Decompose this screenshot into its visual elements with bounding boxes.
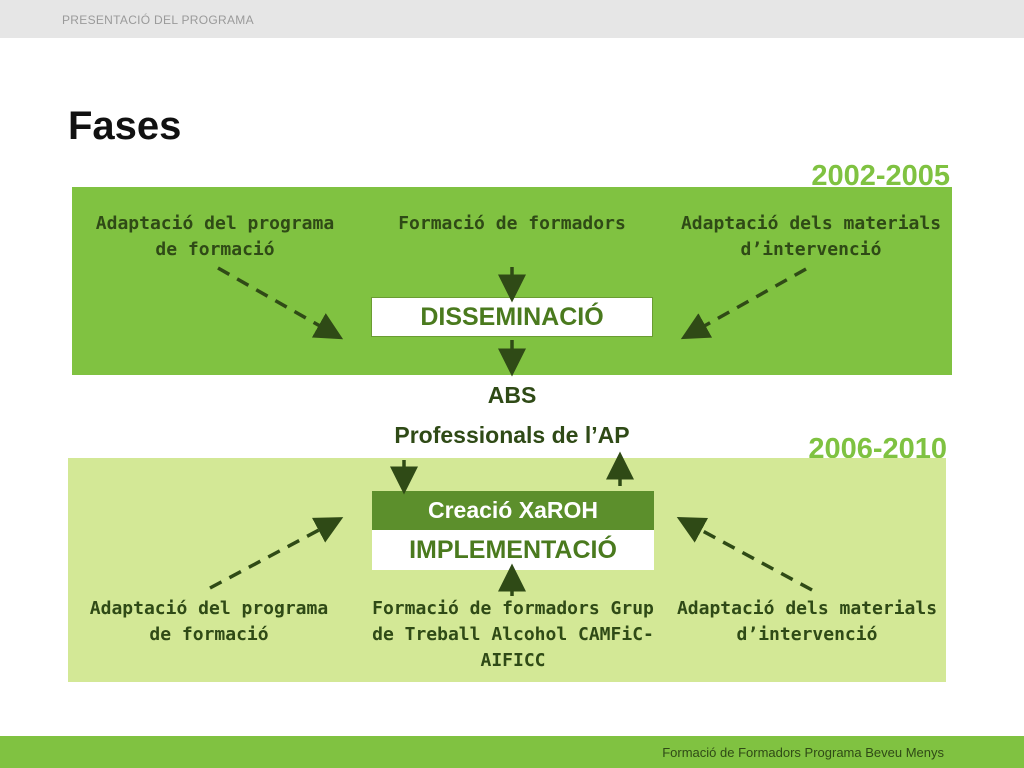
- implementation-box: IMPLEMENTACIÓ: [372, 530, 654, 570]
- phase1-left-label: Adaptació del programa de formació: [95, 213, 335, 260]
- phase1-period: 2002-2005: [811, 160, 950, 192]
- phase2-center-label: Formació de formadors Grup de Treball Al…: [372, 598, 654, 671]
- footer-text: Formació de Formadors Programa Beveu Men…: [662, 745, 944, 760]
- top-bar: PRESENTACIÓ DEL PROGRAMA: [0, 0, 1024, 38]
- xaroh-box: Creació XaROH: [372, 491, 654, 530]
- page-title: Fases: [68, 104, 182, 148]
- bottom-bar: Formació de Formadors Programa Beveu Men…: [0, 736, 1024, 768]
- phase1-center-label: Formació de formadors: [398, 213, 626, 234]
- phase2-left-label: Adaptació del programa de formació: [89, 598, 329, 645]
- dissemination-box: DISSEMINACIÓ: [371, 297, 653, 337]
- phase1-right-label: Adaptació dels materials d’intervenció: [680, 213, 942, 260]
- professionals-label: Professionals de l’AP: [394, 422, 630, 448]
- abs-label: ABS: [487, 382, 537, 408]
- phase2-right-label: Adaptació dels materials d’intervenció: [676, 598, 938, 645]
- section-title: PRESENTACIÓ DEL PROGRAMA: [62, 13, 254, 27]
